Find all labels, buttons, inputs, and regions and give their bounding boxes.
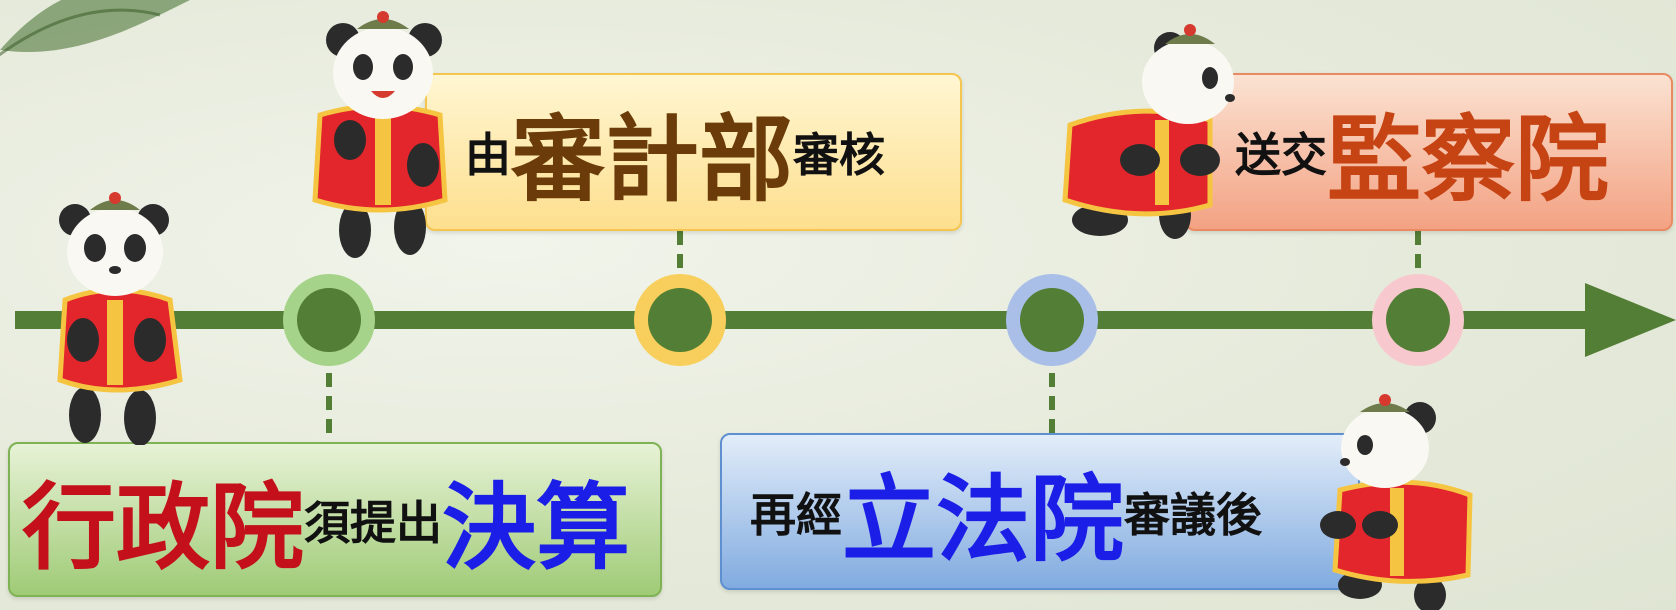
step-control-prefix: 送交 (1235, 128, 1327, 182)
milestone-dot-2 (648, 288, 712, 352)
panda-mascot-icon (312, 11, 448, 258)
step-executive-object: 決算 (442, 472, 631, 583)
milestone-dot-4 (1386, 288, 1450, 352)
step-box-audit: 由 審計部 審核 (425, 73, 962, 231)
panda-mascot-icon (1062, 24, 1235, 239)
step-box-legislative: 再經 立法院 審議後 (720, 433, 1360, 590)
step-executive-organ: 行政院 (22, 472, 305, 583)
step-box-executive: 行政院 須提出 決算 (8, 442, 662, 597)
step-legislative-organ: 立法院 (842, 464, 1125, 575)
step-legislative-action: 審議後 (1124, 487, 1263, 542)
step-legislative-prefix: 再經 (750, 487, 842, 542)
leaf-icon (0, 0, 190, 57)
step-audit-organ: 審計部 (511, 105, 794, 215)
step-control-organ: 監察院 (1327, 105, 1610, 215)
milestone-dot-1 (297, 288, 361, 352)
milestone-dot-3 (1020, 288, 1084, 352)
step-audit-prefix: 由 (465, 128, 511, 182)
panda-mascot-icon (1320, 394, 1473, 610)
step-executive-action: 須提出 (304, 495, 443, 550)
arrow-head-icon (1585, 283, 1676, 357)
panda-mascot-icon (57, 192, 183, 445)
step-audit-action: 審核 (793, 128, 886, 182)
step-box-control: 送交 監察院 (1185, 73, 1673, 231)
